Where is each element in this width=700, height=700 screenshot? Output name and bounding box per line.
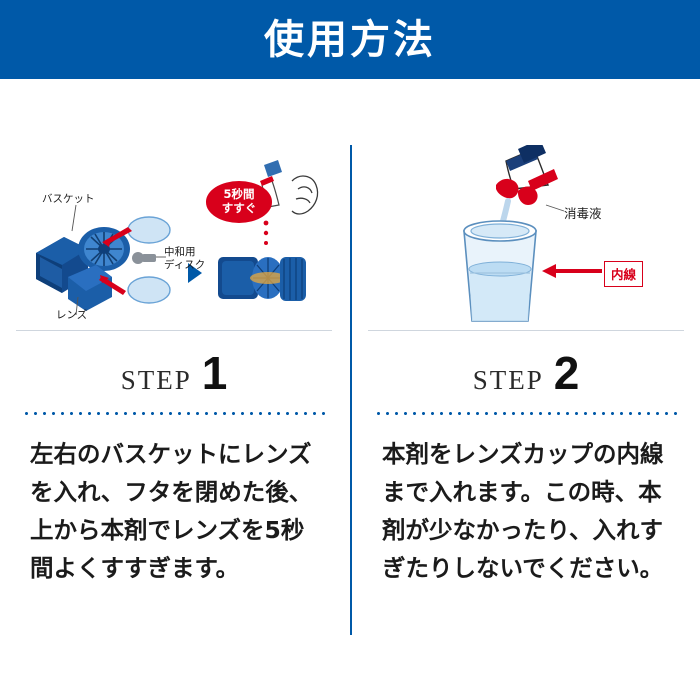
cup-icon xyxy=(463,220,537,322)
cap-icon xyxy=(132,252,144,264)
step-1-label: STEP 1 xyxy=(16,331,332,408)
step-2-word: STEP xyxy=(472,365,544,395)
step-2-body: 本剤をレンズカップの内線まで入れます。この時、本剤が少なかったり、入れすぎたりし… xyxy=(382,440,664,583)
bottle-icon xyxy=(260,160,282,208)
step-2-diagram xyxy=(463,145,602,322)
label-inner-line: 内線 xyxy=(604,261,644,287)
assembled-case-icon xyxy=(218,257,306,301)
rinse-bubble: 5秒間すすぐ xyxy=(206,181,272,223)
step-1-word: STEP xyxy=(120,365,192,395)
step-2-dotted-rule xyxy=(374,412,678,415)
lens-icon xyxy=(127,276,171,304)
step-2-illustration: 消毒液 内線 xyxy=(368,145,684,331)
step-2-column: 消毒液 内線 STEP 2 本剤をレンズカップの内線まで入れます。この時、本剤が… xyxy=(350,145,700,587)
triangle-icon xyxy=(188,263,202,283)
column-divider xyxy=(350,145,352,635)
step-1-body: 左右のバスケットにレンズを入れ、フタを閉めた後、上から本剤でレンズを5秒間よくす… xyxy=(30,440,313,583)
step-1-dotted-rule xyxy=(22,412,326,415)
label-disinfectant: 消毒液 xyxy=(564,206,602,221)
page-title: 使用方法 xyxy=(264,16,436,63)
page-header: 使用方法 xyxy=(0,0,700,79)
arrow-icon xyxy=(542,264,602,278)
lens-icon xyxy=(127,216,171,244)
steps-container: バスケット 中和用ディスク レンズ 5秒間すすぐ STEP 1 左右のバスケット… xyxy=(0,79,700,587)
label-basket: バスケット xyxy=(42,193,95,205)
droplet-icon xyxy=(263,220,269,245)
arrow-icon xyxy=(99,227,132,295)
step-1-number: 1 xyxy=(201,347,228,399)
step-2-number: 2 xyxy=(553,347,580,399)
step-1-column: バスケット 中和用ディスク レンズ 5秒間すすぐ STEP 1 左右のバスケット… xyxy=(0,145,350,587)
label-lens: レンズ xyxy=(56,309,88,321)
step-1-diagram xyxy=(36,160,319,316)
step-2-label: STEP 2 xyxy=(368,331,684,408)
step-1-illustration: バスケット 中和用ディスク レンズ 5秒間すすぐ xyxy=(16,145,332,331)
label-neutralizer-disc: 中和用ディスク xyxy=(164,246,206,272)
hand-icon xyxy=(291,175,319,215)
bottle-icon xyxy=(496,145,558,205)
